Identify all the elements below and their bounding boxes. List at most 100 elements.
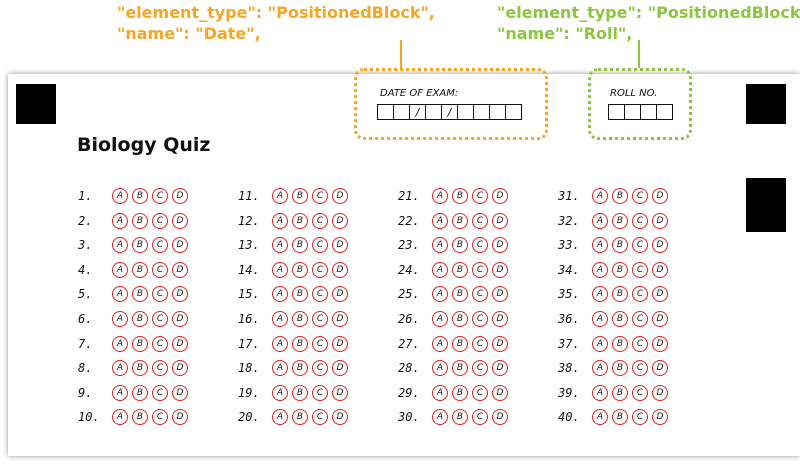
answer-bubble-b[interactable]: B <box>452 335 468 352</box>
answer-bubble-a[interactable]: A <box>272 237 288 254</box>
answer-bubble-c[interactable]: C <box>472 188 488 204</box>
answer-bubble-b[interactable]: B <box>132 311 148 327</box>
answer-bubble-b[interactable]: B <box>292 261 308 278</box>
answer-bubble-d[interactable]: D <box>172 237 188 254</box>
answer-bubble-b[interactable]: B <box>612 261 628 278</box>
answer-bubble-a[interactable]: A <box>272 188 288 204</box>
roll-field-cell[interactable] <box>609 105 625 120</box>
answer-bubble-a[interactable]: A <box>272 286 288 303</box>
answer-bubble-a[interactable]: A <box>112 212 128 229</box>
answer-bubble-b[interactable]: B <box>612 335 628 352</box>
answer-bubble-d[interactable]: D <box>492 188 508 204</box>
answer-bubble-d[interactable]: D <box>652 237 668 254</box>
answer-bubble-d[interactable]: D <box>492 237 508 254</box>
answer-bubble-d[interactable]: D <box>492 261 508 278</box>
roll-field-cell[interactable] <box>641 105 657 120</box>
answer-bubble-a[interactable]: A <box>432 384 448 401</box>
answer-bubble-d[interactable]: D <box>332 261 348 278</box>
answer-bubble-c[interactable]: C <box>472 261 488 278</box>
answer-bubble-d[interactable]: D <box>492 360 508 377</box>
answer-bubble-d[interactable]: D <box>652 409 668 426</box>
answer-bubble-c[interactable]: C <box>312 335 328 352</box>
answer-bubble-a[interactable]: A <box>272 360 288 377</box>
answer-bubble-a[interactable]: A <box>592 261 608 278</box>
answer-bubble-a[interactable]: A <box>112 261 128 278</box>
answer-bubble-a[interactable]: A <box>592 188 608 204</box>
answer-bubble-c[interactable]: C <box>312 261 328 278</box>
roll-field-cell[interactable] <box>657 105 673 120</box>
answer-bubble-b[interactable]: B <box>292 311 308 327</box>
answer-bubble-c[interactable]: C <box>472 212 488 229</box>
answer-bubble-b[interactable]: B <box>132 212 148 229</box>
answer-bubble-d[interactable]: D <box>172 311 188 327</box>
answer-bubble-c[interactable]: C <box>312 409 328 426</box>
answer-bubble-d[interactable]: D <box>652 261 668 278</box>
answer-bubble-c[interactable]: C <box>472 335 488 352</box>
answer-bubble-c[interactable]: C <box>152 188 168 204</box>
answer-bubble-b[interactable]: B <box>132 286 148 303</box>
answer-bubble-c[interactable]: C <box>472 409 488 426</box>
answer-bubble-c[interactable]: C <box>312 212 328 229</box>
answer-bubble-a[interactable]: A <box>112 286 128 303</box>
answer-bubble-d[interactable]: D <box>332 384 348 401</box>
roll-no-field[interactable] <box>608 104 673 120</box>
answer-bubble-a[interactable]: A <box>272 261 288 278</box>
answer-bubble-b[interactable]: B <box>612 212 628 229</box>
answer-bubble-a[interactable]: A <box>272 384 288 401</box>
answer-bubble-a[interactable]: A <box>432 261 448 278</box>
answer-bubble-d[interactable]: D <box>172 286 188 303</box>
answer-bubble-b[interactable]: B <box>452 360 468 377</box>
answer-bubble-a[interactable]: A <box>112 409 128 426</box>
answer-bubble-b[interactable]: B <box>452 286 468 303</box>
answer-bubble-a[interactable]: A <box>112 335 128 352</box>
answer-bubble-d[interactable]: D <box>652 311 668 327</box>
answer-bubble-c[interactable]: C <box>152 237 168 254</box>
answer-bubble-a[interactable]: A <box>592 384 608 401</box>
answer-bubble-c[interactable]: C <box>312 384 328 401</box>
answer-bubble-c[interactable]: C <box>632 286 648 303</box>
answer-bubble-c[interactable]: C <box>472 311 488 327</box>
date-of-exam-field[interactable]: // <box>377 104 522 120</box>
answer-bubble-a[interactable]: A <box>112 384 128 401</box>
answer-bubble-b[interactable]: B <box>452 311 468 327</box>
answer-bubble-a[interactable]: A <box>272 335 288 352</box>
date-field-cell[interactable] <box>378 105 394 120</box>
answer-bubble-d[interactable]: D <box>492 311 508 327</box>
answer-bubble-d[interactable]: D <box>652 335 668 352</box>
answer-bubble-a[interactable]: A <box>592 286 608 303</box>
answer-bubble-a[interactable]: A <box>112 188 128 204</box>
date-field-cell[interactable] <box>474 105 490 120</box>
answer-bubble-c[interactable]: C <box>632 237 648 254</box>
answer-bubble-b[interactable]: B <box>292 212 308 229</box>
answer-bubble-a[interactable]: A <box>112 237 128 254</box>
answer-bubble-b[interactable]: B <box>132 237 148 254</box>
answer-bubble-b[interactable]: B <box>612 188 628 204</box>
answer-bubble-d[interactable]: D <box>172 188 188 204</box>
answer-bubble-c[interactable]: C <box>632 188 648 204</box>
answer-bubble-d[interactable]: D <box>332 311 348 327</box>
answer-bubble-c[interactable]: C <box>632 335 648 352</box>
answer-bubble-c[interactable]: C <box>312 237 328 254</box>
answer-bubble-b[interactable]: B <box>292 384 308 401</box>
answer-bubble-c[interactable]: C <box>152 384 168 401</box>
answer-bubble-d[interactable]: D <box>652 286 668 303</box>
answer-bubble-c[interactable]: C <box>312 311 328 327</box>
answer-bubble-d[interactable]: D <box>332 360 348 377</box>
answer-bubble-d[interactable]: D <box>332 286 348 303</box>
answer-bubble-b[interactable]: B <box>292 188 308 204</box>
answer-bubble-b[interactable]: B <box>612 237 628 254</box>
answer-bubble-b[interactable]: B <box>612 409 628 426</box>
answer-bubble-d[interactable]: D <box>172 360 188 377</box>
answer-bubble-b[interactable]: B <box>612 384 628 401</box>
answer-bubble-c[interactable]: C <box>472 237 488 254</box>
answer-bubble-c[interactable]: C <box>312 360 328 377</box>
answer-bubble-b[interactable]: B <box>132 409 148 426</box>
answer-bubble-c[interactable]: C <box>152 409 168 426</box>
answer-bubble-a[interactable]: A <box>112 311 128 327</box>
answer-bubble-a[interactable]: A <box>272 212 288 229</box>
roll-field-cell[interactable] <box>625 105 641 120</box>
answer-bubble-b[interactable]: B <box>292 286 308 303</box>
answer-bubble-a[interactable]: A <box>432 237 448 254</box>
answer-bubble-c[interactable]: C <box>152 261 168 278</box>
answer-bubble-a[interactable]: A <box>432 286 448 303</box>
